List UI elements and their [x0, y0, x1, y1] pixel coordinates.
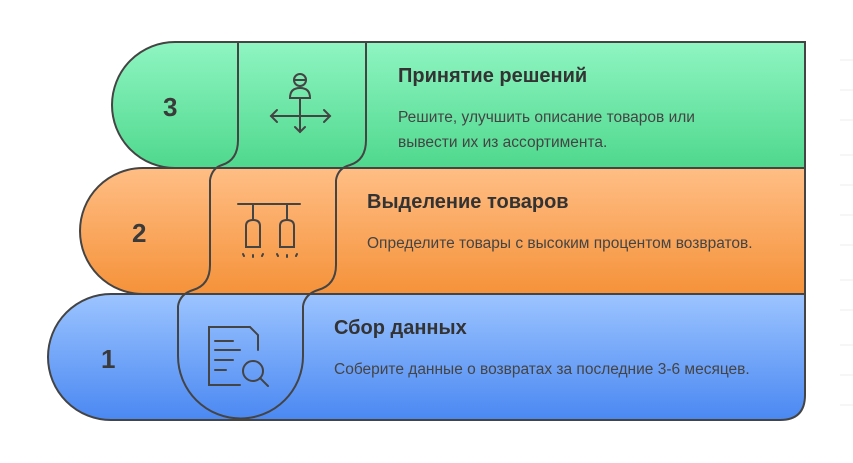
step-1-band: [47, 293, 806, 421]
step-3-band: [111, 41, 806, 169]
step-3-description: Решите, улучшить описание товаров или вы…: [398, 109, 695, 151]
step-1-description: Соберите данные о возвратах за последние…: [334, 361, 750, 378]
person-arrows-icon: [269, 73, 332, 134]
step-2-title: Выделение товаров: [367, 191, 569, 213]
document-search-icon: [208, 326, 269, 387]
step-2-band: [79, 167, 806, 295]
step-3-number: 3: [163, 92, 178, 122]
step-2-number: 2: [132, 218, 147, 248]
step-3-title: Принятие решений: [398, 65, 588, 87]
hanging-lamps-icon: [237, 203, 301, 258]
step-1-title: Сбор данных: [334, 317, 467, 339]
step-2-description: Определите товары с высоким процентом во…: [367, 235, 753, 252]
step-1-number: 1: [101, 344, 116, 374]
